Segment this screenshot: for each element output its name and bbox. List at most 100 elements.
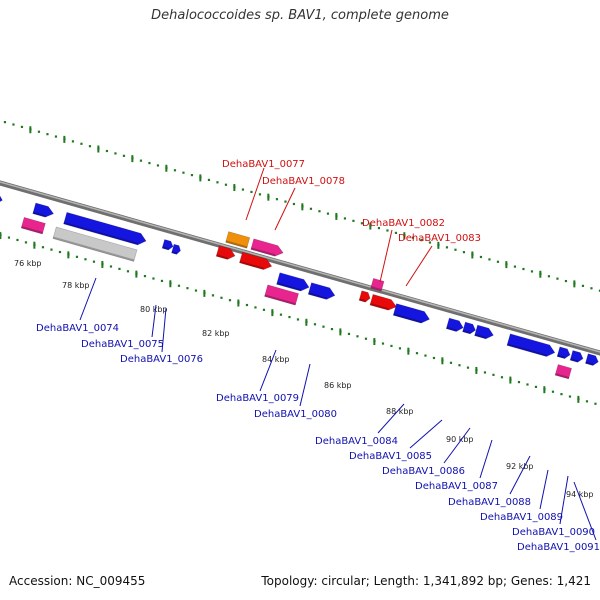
gene-arrow [276,272,310,292]
gene-label: DehaBAV1_0089 [480,512,563,523]
scale-row-bottom [24,241,28,244]
scale-row-bottom [347,332,351,336]
gene-label: DehaBAV1_0077 [222,159,305,170]
scale-row-top [258,193,262,196]
scale-row-top [386,229,389,232]
scale-row-bottom [177,284,181,287]
scale-row-bottom [296,318,300,321]
topology-text: Topology: circular; Length: 1,341,892 bp… [261,574,591,588]
gene-arrow [462,321,476,335]
gene-label-leader [509,455,531,495]
scale-row-top [513,265,517,268]
scale-row-top [241,188,245,191]
accession-text: Accession: NC_009455 [9,574,146,588]
kbp-label: 94 kbp [566,490,594,499]
gene-label-leader [377,403,405,434]
scale-row-top [114,152,117,155]
gene-label-leader [79,277,97,321]
scale-row-top [284,200,287,203]
gene-arrow [215,245,236,260]
gene-arrow [52,226,138,262]
gene-label-leader [405,245,433,287]
scale-row-bottom [585,400,589,403]
scale-row-top [224,183,228,186]
scale-row-bottom [152,277,155,280]
scale-row-bottom [517,380,521,384]
scale-row-top [156,164,160,167]
scale-row-bottom [194,289,198,292]
gene-arrow [225,231,251,249]
gene-label: DehaBAV1_0076 [120,354,203,365]
gene-label-leader [559,475,569,525]
gene-arrow [63,211,147,246]
scale-row-bottom [526,383,529,386]
gene-arrow [585,353,599,366]
scale-row-bottom [500,376,504,379]
scale-row-bottom [84,258,87,261]
gene-label: DehaBAV1_0091 [517,542,600,553]
scale-row-bottom [254,306,257,309]
scale-row-top [190,173,194,177]
gene-arrow [358,290,371,303]
scale-row-top [590,287,593,290]
scale-row-bottom [483,371,487,374]
gene-label: DehaBAV1_0080 [254,409,337,420]
gene-label: DehaBAV1_0075 [81,339,164,350]
gene-label-leader [245,167,265,221]
genome-backbone-highlight [0,181,600,353]
scale-row-bottom [58,250,62,254]
scale-row-top [564,279,568,283]
scale-row-bottom [551,390,555,393]
gene-label-leader [539,469,549,510]
scale-row-top [292,202,296,206]
scale-row-top [522,267,525,271]
scale-row-top [496,260,500,263]
scale-row-top [173,169,177,172]
gene-label-leader [379,229,393,283]
scale-row-top [318,210,321,213]
scale-row-bottom [262,308,266,311]
gene-arrow [474,324,494,340]
scale-row-bottom [288,315,291,319]
scale-row-bottom [424,354,427,357]
kbp-label: 76 kbp [14,259,42,268]
genome-backbone [0,180,600,356]
scale-row-top [377,226,381,230]
scale-row-top [530,270,534,273]
gene-label-leader [299,363,311,407]
gene-arrow [445,317,464,332]
scale-row-top [46,133,49,136]
scale-row-top [216,181,219,184]
scale-row-top [20,125,24,129]
kbp-label: 86 kbp [324,381,352,390]
scale-row-bottom [50,248,53,251]
scale-row-bottom [186,287,189,290]
scale-row-bottom [313,323,317,326]
scale-row-bottom [560,393,563,396]
gene-arrow [32,202,54,218]
scale-row-top [556,277,559,280]
scale-row-top [309,207,313,210]
scale-row-top [445,246,449,249]
scale-row-bottom [7,236,11,239]
scale-row-top [80,142,83,145]
scale-row-top [581,284,585,287]
gene-arrow [20,217,46,235]
gene-label: DehaBAV1_0090 [512,527,595,538]
scale-row-top [139,159,143,162]
gene-arrow [171,243,181,255]
gene-label-leader [479,439,493,479]
scale-row-top [88,145,92,148]
scale-row-top [394,231,398,234]
scale-row-top [250,190,253,194]
scale-row-top [122,154,126,157]
scale-row-bottom [16,238,19,242]
scale-row-bottom [534,385,538,388]
gene-arrow [250,238,284,257]
scale-row-bottom [92,260,96,263]
kbp-label: 82 kbp [202,329,230,338]
page-title: Dehalococcoides sp. BAV1, complete genom… [151,8,449,23]
gene-label: DehaBAV1_0079 [216,393,299,404]
